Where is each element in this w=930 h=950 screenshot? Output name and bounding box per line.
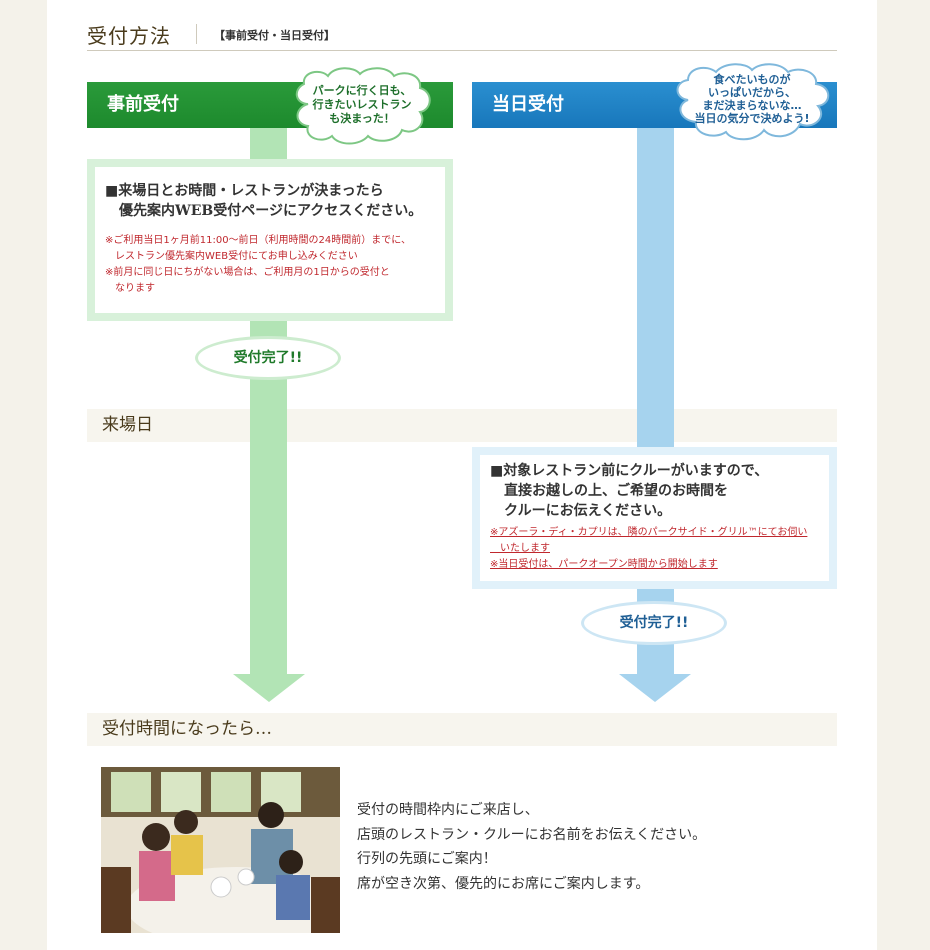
sameday-complete-badge: 受付完了!! — [581, 601, 727, 645]
cloud-icon — [676, 63, 830, 141]
advance-bubble-line: も決まった！ — [329, 112, 395, 125]
section-title: 受付方法 — [87, 24, 171, 48]
sameday-arrow-shaft — [637, 128, 674, 674]
sameday-instruction-line: クルーにお伝えください。 — [490, 503, 672, 519]
sameday-instruction-line: 直接お越しの上、ご希望のお時間を — [490, 483, 728, 499]
sameday-bubble-line: 食べたいものが — [713, 73, 791, 86]
section-rule — [87, 50, 837, 51]
sameday-note-line: いたします — [490, 543, 550, 554]
advance-note-line: ※ご利用当日1ヶ月前11:00～前日（利用時間の24時間前）までに、 — [105, 235, 411, 246]
sameday-note-line: ※当日受付は、パークオープン時間から開始します — [490, 559, 718, 570]
advance-note-line: ※前月に同じ日にちがない場合は、ご利用月の1日からの受付と — [105, 267, 390, 278]
sameday-note-line: ※アズーラ・ディ・カプリは、隣のパークサイド・グリル™にてお伺い — [490, 527, 808, 538]
advance-arrow-shaft-overlay — [250, 409, 287, 442]
advance-complete-badge: 受付完了!! — [195, 336, 341, 380]
sameday-bubble-line: いっぱいだから、 — [708, 86, 796, 99]
sameday-notes: ※アズーラ・ディ・カプリは、隣のパークサイド・グリル™にてお伺い いたします ※… — [490, 525, 807, 573]
advance-bubble-line: 行きたいレストラン — [312, 98, 412, 111]
sameday-bubble-line: 当日の気分で決めよう! — [694, 112, 810, 125]
visit-day-band: 来場日 — [87, 409, 837, 442]
photo-illustration — [101, 767, 340, 933]
section-subtitle: 【事前受付・当日受付】 — [214, 29, 335, 42]
advance-note-line: なります — [105, 283, 155, 294]
instructions-line: 行列の先頭にご案内！ — [357, 851, 497, 867]
sameday-arrow-shaft-overlay — [637, 409, 674, 442]
instructions-line: 席が空き次第、優先的にお席にご案内します。 — [357, 875, 650, 892]
advance-instruction-line: 優先案内WEB受付ページにアクセスください。 — [105, 203, 423, 219]
advance-bubble: パークに行く日も、 行きたいレストラン も決まった！ — [288, 64, 436, 154]
title-divider — [196, 24, 197, 44]
instructions-line: 店頭のレストラン・クルーにお名前をお伝えください。 — [357, 826, 707, 843]
advance-instruction: ■来場日とお時間・レストランが決まったら 優先案内WEB受付ページにアクセスくだ… — [105, 181, 422, 221]
advance-note-line: レストラン優先案内WEB受付にてお申し込みください — [105, 251, 358, 262]
advance-bubble-line: パークに行く日も、 — [312, 84, 412, 97]
advance-arrow-head — [233, 674, 305, 702]
instructions-line: 受付の時間枠内にご来店し、 — [357, 802, 539, 818]
sameday-instruction-box: ■対象レストラン前にクルーがいますので、 直接お越しの上、ご希望のお時間を クル… — [472, 447, 837, 589]
restaurant-photo — [101, 767, 340, 933]
sameday-arrow-head — [619, 674, 691, 702]
cloud-icon — [295, 67, 431, 145]
sameday-instruction-line: ■対象レストラン前にクルーがいますので、 — [490, 463, 769, 479]
advance-notes: ※ご利用当日1ヶ月前11:00～前日（利用時間の24時間前）までに、 レストラン… — [105, 233, 411, 297]
advance-instruction-box: ■来場日とお時間・レストランが決まったら 優先案内WEB受付ページにアクセスくだ… — [87, 159, 453, 321]
sameday-bubble: 食べたいものが いっぱいだから、 まだ決まらないな… 当日の気分で決めよう! — [668, 62, 836, 146]
sameday-bubble-line: まだ決まらないな… — [702, 99, 802, 112]
when-time-band: 受付時間になったら… — [87, 713, 837, 746]
advance-instruction-line: ■来場日とお時間・レストランが決まったら — [105, 183, 384, 199]
instructions-text: 受付の時間枠内にご来店し、 店頭のレストラン・クルーにお名前をお伝えください。 … — [357, 798, 706, 896]
sameday-instruction: ■対象レストラン前にクルーがいますので、 直接お越しの上、ご希望のお時間を クル… — [490, 461, 768, 521]
